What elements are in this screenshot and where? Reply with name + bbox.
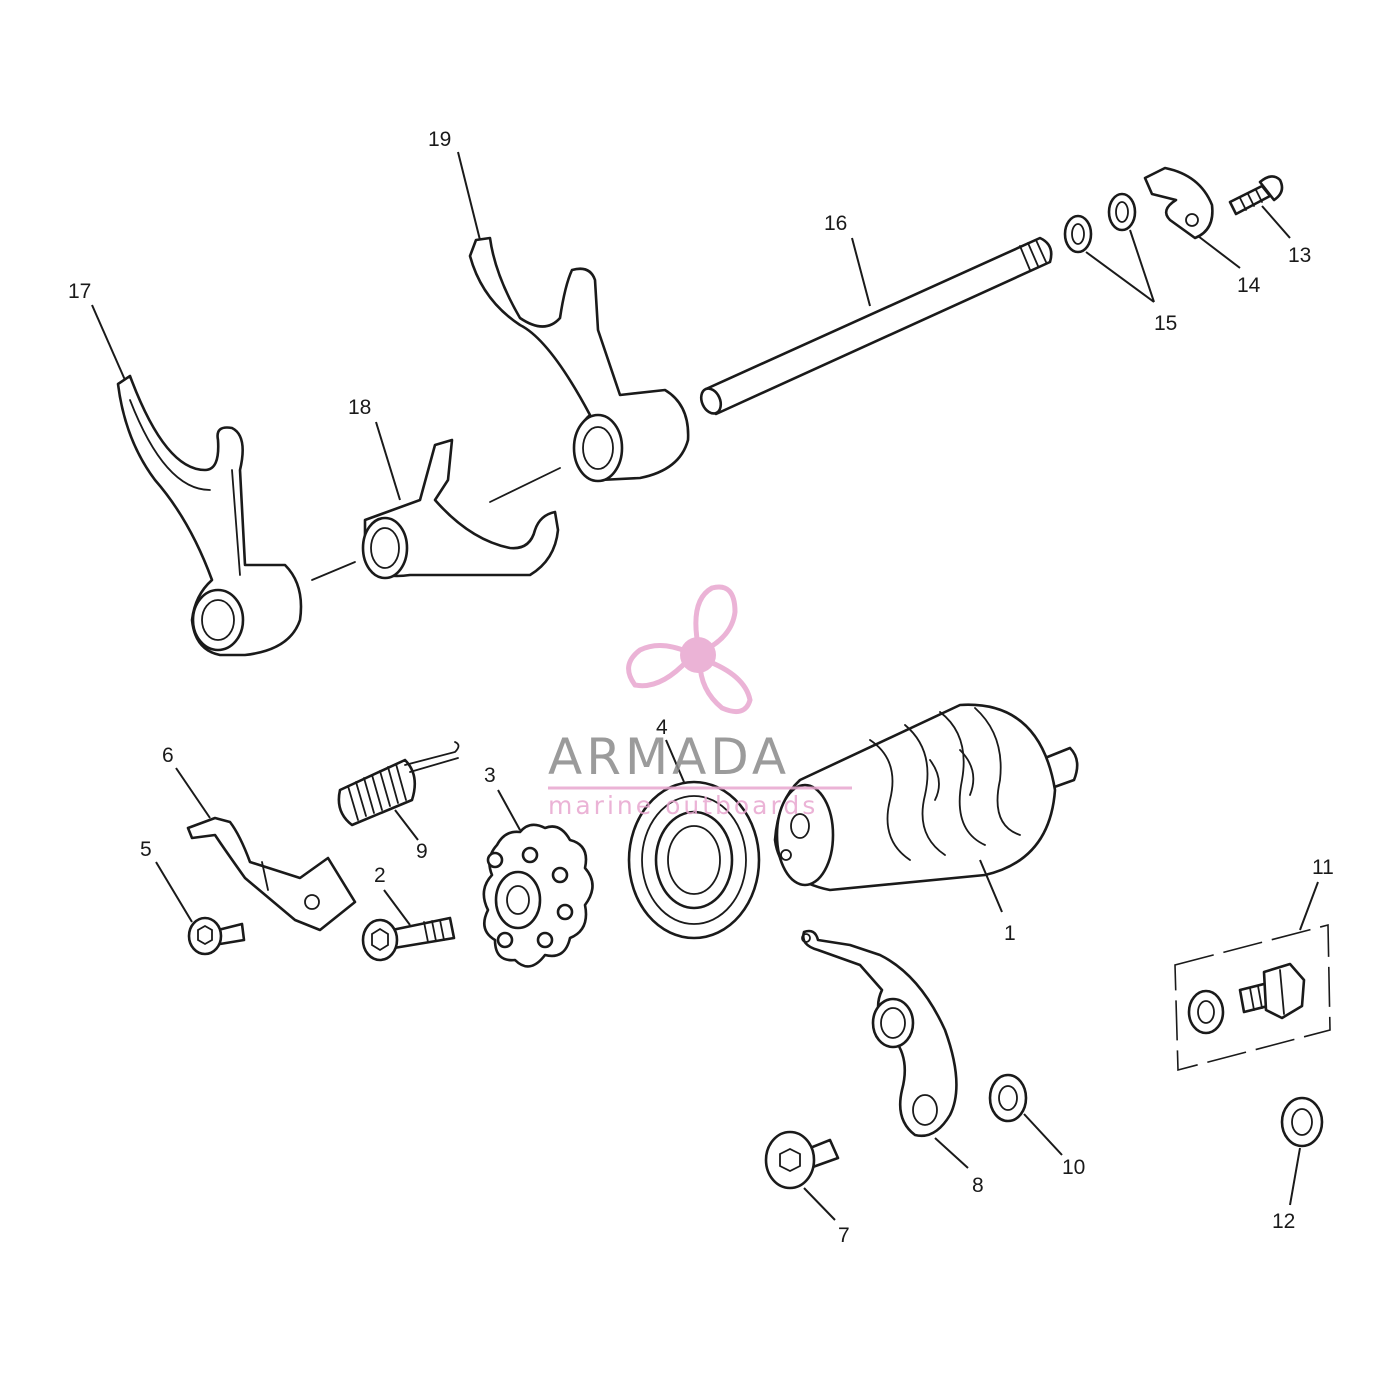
callout-2: 2	[374, 864, 386, 887]
propeller-icon	[626, 584, 753, 715]
part-13-screw	[1228, 175, 1284, 216]
part-19-shift-fork	[468, 236, 690, 483]
part-18-shift-fork	[361, 438, 560, 580]
watermark: ARMADA marine outboards	[548, 584, 852, 820]
part-1-shift-drum	[773, 703, 1079, 892]
callout-19: 19	[428, 128, 451, 151]
part-11-bolt-set	[1174, 923, 1331, 1072]
part-10-washer	[988, 1073, 1028, 1123]
part-16-shift-fork-shaft	[699, 236, 1053, 416]
part-6-stopper-lever	[186, 816, 357, 932]
callout-13: 13	[1288, 244, 1311, 267]
part-14-lever-plate	[1143, 166, 1214, 240]
shaft-axis-line	[311, 467, 561, 581]
part-15-washers	[1063, 192, 1137, 254]
callout-7: 7	[838, 1224, 850, 1247]
callout-14: 14	[1237, 274, 1261, 297]
callout-6: 6	[162, 744, 174, 767]
part-3-segment	[482, 823, 594, 968]
callout-12: 12	[1272, 1210, 1295, 1233]
callout-3: 3	[484, 764, 496, 787]
callout-17: 17	[68, 280, 91, 303]
watermark-subtitle: marine outboards	[548, 791, 818, 820]
part-12-washer	[1280, 1096, 1324, 1148]
callout-18: 18	[348, 396, 371, 419]
callout-15: 15	[1154, 312, 1177, 335]
part-2-bolt	[361, 916, 456, 962]
callout-16: 16	[824, 212, 847, 235]
watermark-title: ARMADA	[548, 728, 790, 786]
callout-5: 5	[140, 838, 152, 861]
callout-4: 4	[656, 716, 668, 739]
part-9-spring	[337, 741, 460, 827]
part-5-bolt	[187, 916, 246, 956]
part-7-bolt	[764, 1130, 840, 1190]
callout-8: 8	[972, 1174, 984, 1197]
part-4-bearing	[627, 780, 761, 940]
leader-lines	[91, 151, 1319, 1221]
callout-labels: 1 2 3 4 5 6 7 8 9 10 11 12 13 14 15 16 1…	[68, 128, 1334, 1247]
callout-10: 10	[1062, 1156, 1085, 1179]
callout-11: 11	[1312, 856, 1334, 879]
callout-9: 9	[416, 840, 428, 863]
part-17-shift-fork	[116, 374, 303, 657]
callout-1: 1	[1004, 922, 1016, 945]
part-8-shift-arm	[801, 929, 958, 1138]
